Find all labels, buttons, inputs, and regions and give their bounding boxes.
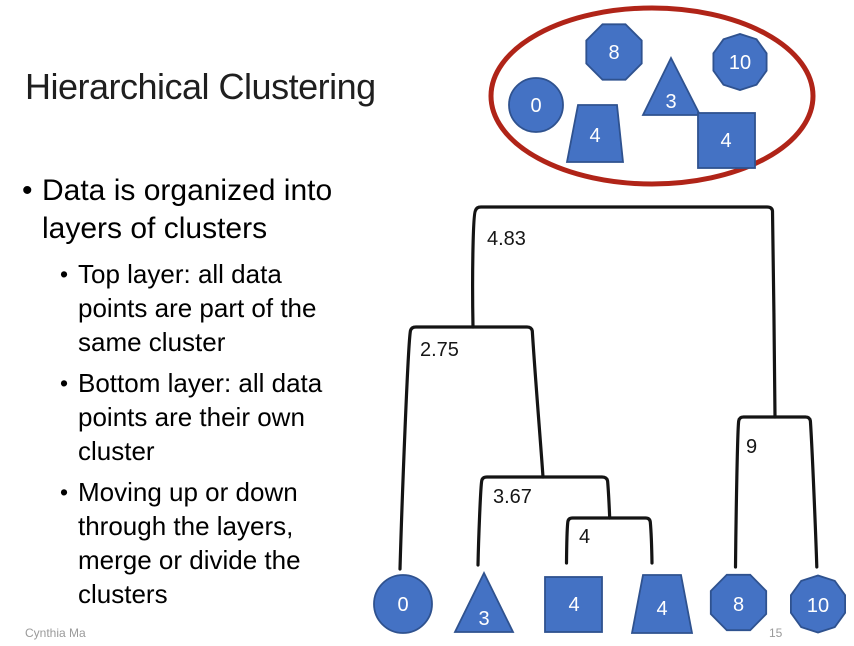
leaf-triangle-shape	[453, 570, 515, 633]
merge-distance-label-root: 4.83	[487, 228, 526, 250]
overview-circle-shape	[508, 77, 564, 133]
page-title: Hierarchical Clustering	[25, 66, 376, 107]
overview-decagon-label: 10	[729, 52, 751, 74]
bullet-list: • Data is organized into layers of clust…	[22, 172, 358, 618]
leaf-square-label: 4	[568, 594, 579, 616]
dendrogram-link-left	[398, 325, 545, 571]
leaf-square-shape	[544, 576, 603, 633]
bullet-main: • Data is organized into layers of clust…	[22, 172, 358, 248]
overview-decagon-shape	[712, 33, 768, 91]
page-number: 15	[769, 626, 783, 640]
sub-bullet-text: Bottom layer: all data points are their …	[78, 368, 323, 466]
overview-trapezoid-shape	[565, 104, 624, 163]
overview-square-label: 4	[720, 130, 731, 152]
footer-author: Cynthia Ma	[25, 626, 86, 640]
merge-distance-label-left: 2.75	[420, 339, 459, 361]
leaf-circle-label: 0	[397, 594, 408, 616]
merge-distance-label-inner: 4	[579, 526, 590, 548]
bullet-marker: •	[22, 174, 33, 207]
sub-bullet-text: Top layer: all data points are part of t…	[78, 259, 317, 357]
dendrogram-link-middle	[476, 475, 612, 567]
bullet-marker: •	[60, 479, 69, 505]
dendrogram-links	[398, 205, 819, 571]
merge-distance-label-middle: 3.67	[493, 486, 532, 508]
sub-bullet-text: Moving up or down through the layers, me…	[78, 477, 301, 609]
leaf-octagon-label: 8	[733, 594, 744, 616]
leaf-trapezoid-shape	[630, 574, 694, 634]
sub-bullet-bottom-layer: • Bottom layer: all data points are thei…	[60, 366, 358, 468]
dendrogram-link-right	[733, 415, 819, 569]
bullet-main-text: Data is organized into layers of cluster…	[42, 174, 333, 245]
leaf-trapezoid-label: 4	[656, 598, 667, 620]
dendrogram-merge-labels: 4.83 2.75 3.67 4 9	[420, 228, 757, 548]
leaf-triangle-label: 3	[478, 608, 489, 630]
sub-bullet-moving: • Moving up or down through the layers, …	[60, 475, 358, 611]
overview-triangle-label: 3	[665, 91, 676, 113]
leaf-circle-shape	[373, 574, 433, 634]
cluster-annotation-ellipse	[488, 5, 816, 187]
overview-octagon-shape	[585, 23, 643, 81]
overview-square-shape	[697, 112, 756, 169]
bullet-marker: •	[60, 261, 69, 287]
dendrogram-link-root	[471, 205, 777, 419]
leaf-decagon-shape	[790, 574, 846, 634]
overview-cluster-shapes: 8 10 0 4 3 4	[508, 23, 768, 169]
sub-bullet-list: • Top layer: all data points are part of…	[60, 257, 358, 611]
overview-circle-label: 0	[530, 95, 541, 117]
overview-trapezoid-label: 4	[589, 125, 600, 147]
dendrogram-leaves: 0 3 4 4 8 10	[373, 570, 846, 634]
merge-distance-label-right: 9	[746, 436, 757, 458]
bullet-marker: •	[60, 370, 69, 396]
leaf-decagon-label: 10	[807, 595, 829, 617]
overview-octagon-label: 8	[608, 42, 619, 64]
dendrogram-link-inner	[564, 516, 654, 565]
leaf-octagon-shape	[709, 573, 768, 632]
overview-triangle-shape	[641, 55, 702, 116]
sub-bullet-top-layer: • Top layer: all data points are part of…	[60, 257, 358, 359]
